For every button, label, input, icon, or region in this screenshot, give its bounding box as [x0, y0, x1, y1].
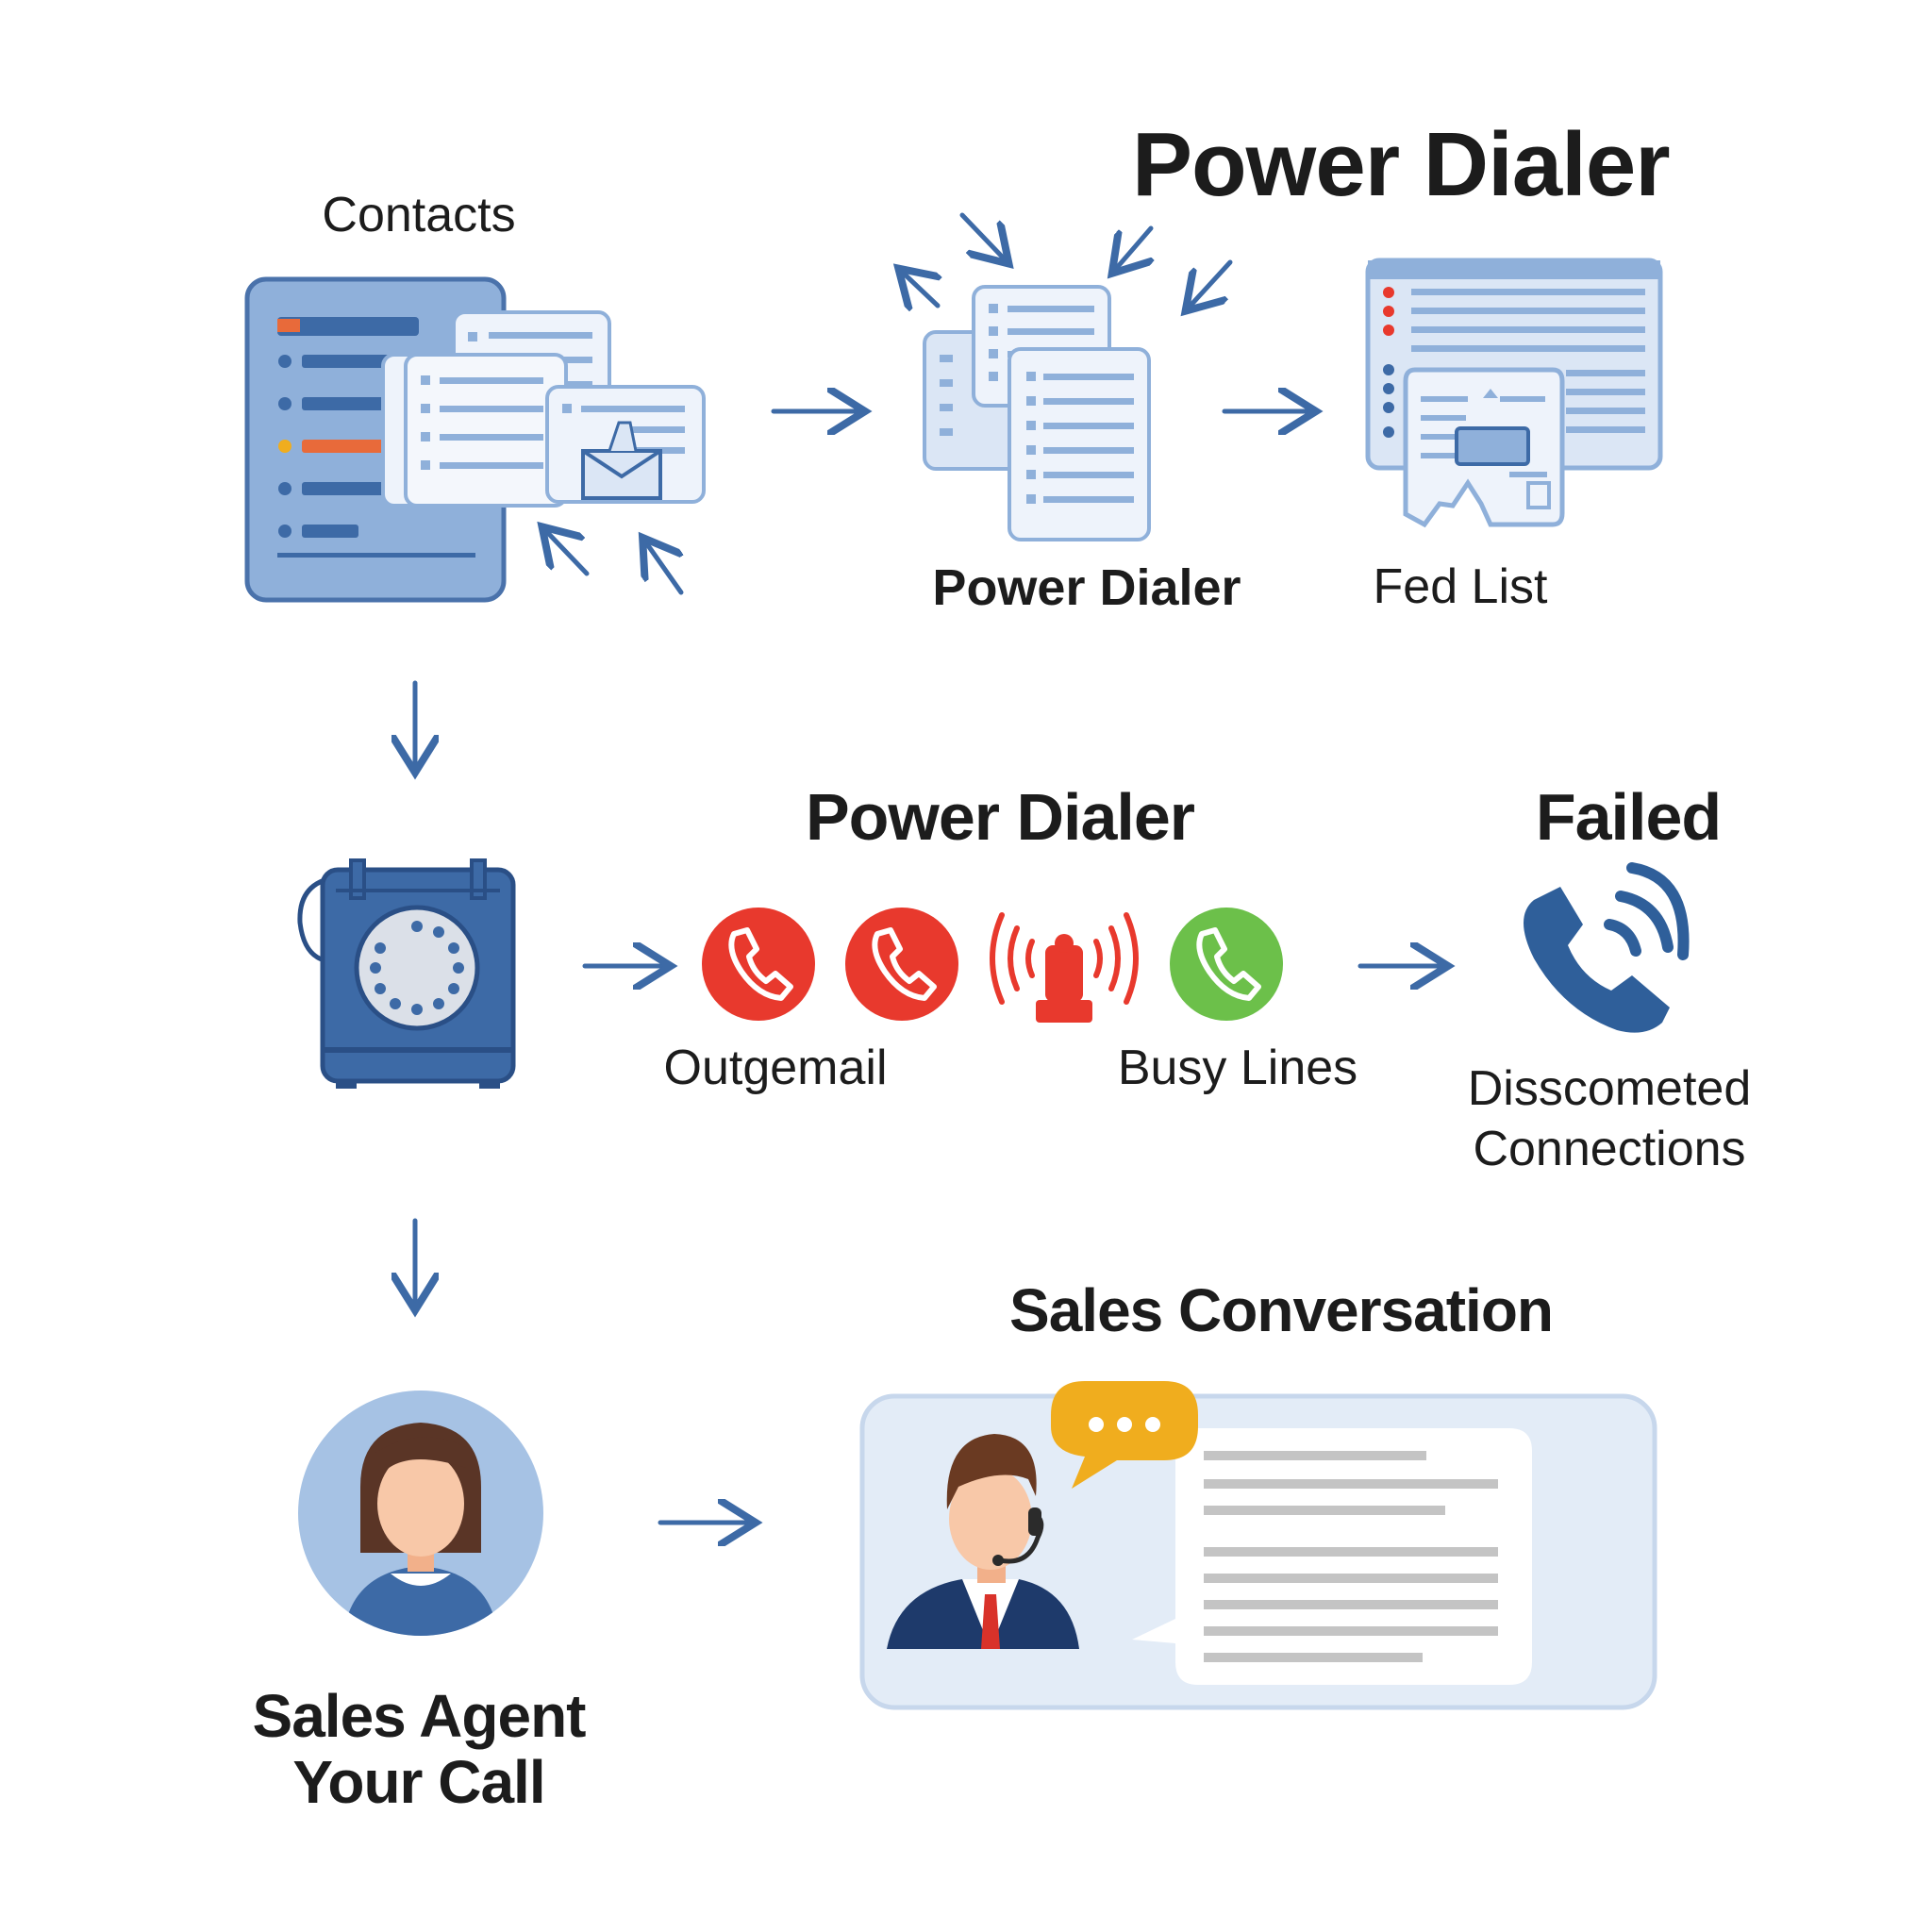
phone-call-red-icon-2: [845, 908, 958, 1021]
contacts-list-icon: [244, 276, 706, 603]
conversation-title: Sales Conversation: [1009, 1276, 1554, 1344]
agent-label-line1: Sales Agent: [252, 1682, 587, 1750]
fed-list-label: Fed List: [1373, 559, 1548, 614]
rotary-phone-icon: [297, 858, 516, 1089]
outgoing-label: Outgemail: [663, 1041, 888, 1095]
contacts-label: Contacts: [322, 188, 516, 242]
inflow-arrows: [545, 212, 1233, 595]
chat-bubble-icon: [1051, 1381, 1198, 1489]
agent-label-line2: Your Call: [292, 1748, 545, 1816]
disconnected-label-line2: Connections: [1473, 1122, 1746, 1176]
phone-call-red-icon: [702, 908, 815, 1021]
conversation-panel: [859, 1381, 1657, 1710]
busy-signal-icon: [990, 912, 1139, 1023]
phone-call-green-icon: [1170, 908, 1283, 1021]
main-title: Power Dialer: [1132, 114, 1671, 215]
male-agent-headset-icon: [887, 1434, 1079, 1649]
middle-title: Power Dialer: [805, 780, 1195, 854]
dialer-label: Power Dialer: [932, 559, 1241, 616]
busy-lines-label: Busy Lines: [1117, 1041, 1358, 1095]
female-agent-avatar-icon: [298, 1391, 543, 1636]
phone-ringing-icon: [1524, 862, 1690, 1033]
failed-title: Failed: [1535, 780, 1722, 854]
documents-stack-icon: [923, 285, 1151, 541]
disconnected-label-line1: Disscometed: [1467, 1061, 1752, 1116]
fed-list-window-icon: [1365, 258, 1663, 528]
